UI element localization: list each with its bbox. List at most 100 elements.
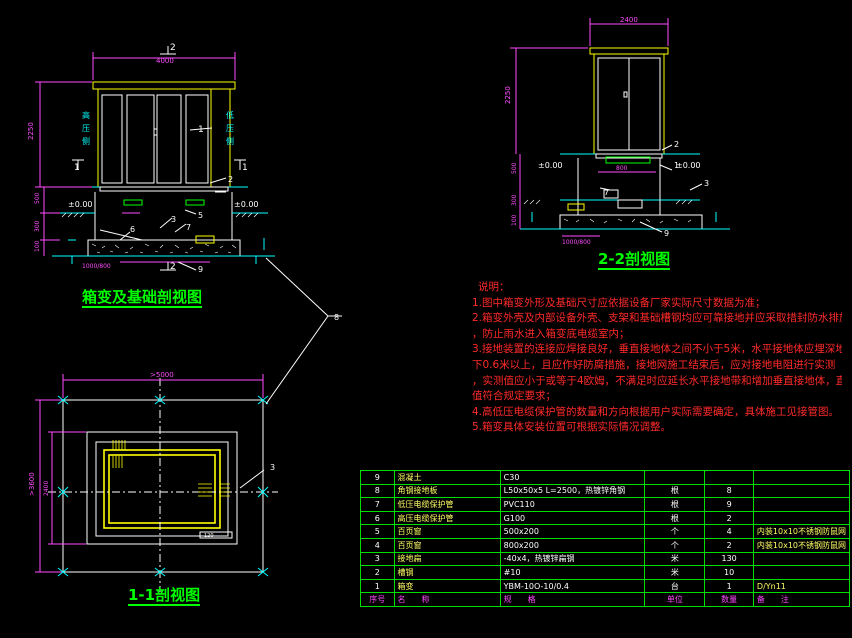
table-cell: 低压电缆保护管 [393,497,501,512]
note-line: ，防止雨水进入箱变底电缆室内； [472,327,630,340]
table-row: 8 角钢接地板 L50x50x5 L=2500，热镀锌角钢 根 8 [360,483,851,499]
title-main-section: 箱变及基础剖视图 [82,288,203,308]
table-cell: 10 [704,565,754,580]
dim-2250: 2250 [27,122,35,140]
low-side-1: 低 [226,110,234,120]
section-1-1-plan [35,374,278,592]
table-cell: -40x4，热镀锌扁钢 [499,551,646,567]
zero-level-22-right: ±0.00 [676,161,701,170]
table-cell: C30 [499,470,646,485]
table-cell [704,470,754,485]
table-cell [752,483,851,499]
callout-22-1: 1 [674,161,679,170]
callout-8: 8 [334,313,339,322]
table-cell: 500x200 [499,524,646,539]
notes-title: 说明： [478,281,510,293]
table-header-cell: 单位 [644,592,706,607]
callout-11-3: 3 [270,463,275,472]
note-line: ，实测值应小于或等于4欧姆，不满足时应延长水平接地带和增加垂直接地体，直至实测 [472,374,842,387]
dim-3600: >3600 [28,472,36,496]
table-row: 7 低压电缆保护管 PVC110 根 9 [360,497,851,512]
dim-4000: 4000 [156,57,174,65]
table-cell: 箱变 [393,578,501,594]
table-cell: 米 [644,551,706,567]
table-cell: YBM-10O-10/0.4 [499,578,646,594]
table-cell [752,470,851,485]
note-line: 4.高低压电缆保护管的数量和方向根据用户实际需要确定，具体施工见接管图。 [472,405,840,418]
table-header-row: 序号 名 称 规 格 单位 数量 备 注 [360,592,851,607]
callout-2: 2 [228,175,233,184]
zero-level-22-left: ±0.00 [538,161,563,170]
note-line: 5.箱变具体安装位置可根据实际情况调整。 [472,421,672,434]
table-cell: 4 [360,537,395,553]
table-row: 6 高压电缆保护管 G100 根 2 [360,510,851,526]
table-row: 9 混凝土 C30 [360,470,851,485]
dim-2400-top: 2400 [620,16,638,24]
table-cell: 8 [360,483,395,499]
high-side-3: 侧 [82,136,90,146]
table-cell: 百页窗 [393,537,501,553]
table-cell: 根 [644,497,706,512]
table-cell: 5 [360,524,395,539]
table-cell: 米 [644,565,706,580]
dim-100-22: 100 [511,214,518,226]
design-notes: 说明： 1.图中箱变外形及基础尺寸应依据设备厂家实际尺寸数据为准； 2.箱变外壳… [472,280,842,436]
table-cell: 9 [360,470,395,485]
note-line: 值符合规定要求； [472,390,556,403]
note-line: 下0.6米以上，且应作好防腐措施，接地网施工结束后，应对接地电阻进行实测 [472,358,836,371]
table-cell: 7 [360,497,395,512]
title-section-1-1: 1-1剖视图 [128,586,201,606]
title-section-2-2: 2-2剖视图 [598,250,671,270]
table-cell: D/Yn11 [752,578,851,594]
section-mark-bottom: 2 [170,262,176,272]
zero-level-right: ±0.00 [234,200,259,209]
table-cell [752,497,851,512]
table-cell [644,470,706,485]
table-row: 3 接地扁 -40x4，热镀锌扁钢 米 130 [360,551,851,567]
dim-2400-v: 2400 [43,481,50,496]
table-cell: 2 [704,510,754,526]
note-line: 2.箱变外壳及内部设备外壳、支架和基础槽钢均应可靠接地并应采取措封防水排施 [472,312,842,325]
table-row: 1 箱变 YBM-10O-10/0.4 台 1 D/Yn11 [360,578,851,594]
table-header-cell: 序号 [360,592,395,607]
note-line: 3.接地装置的连接应焊接良好，垂直接地体之间不小于5米，水平接地体应埋深地 [472,343,842,356]
table-cell: 接地扁 [393,551,501,567]
dim-500: 500 [34,192,41,204]
dim-800-22: 800 [616,165,628,172]
table-cell: 高压电缆保护管 [393,510,501,526]
dim-1000-22: 1000/800 [562,239,591,246]
callout-5: 5 [198,211,203,220]
table-cell: 1 [360,578,395,594]
table-cell: 8 [704,483,754,499]
table-row: 4 百页窗 800x200 个 2 内装10x10不锈钢防鼠网 [360,537,851,553]
table-cell: 800x200 [499,537,646,553]
table-row: 5 百页窗 500x200 个 4 内装10x10不锈钢防鼠网 [360,524,851,539]
table-cell: 角钢接地板 [393,483,501,499]
main-elevation-view [35,46,275,271]
dim-100: 100 [34,240,41,252]
gravel-pattern [91,243,237,254]
table-cell: L50x50x5 L=2500，热镀锌角钢 [499,483,646,499]
table-cell: 6 [360,510,395,526]
low-side-3: 侧 [226,136,234,146]
dim-2250-22: 2250 [504,86,512,104]
table-cell: 台 [644,578,706,594]
callout-6: 6 [130,225,135,234]
drawing-text: 4000 2250 500 300 100 1000/800 2 2 1 1 高… [27,16,709,539]
dim-5000: >5000 [150,371,174,379]
table-header-cell: 备 注 [752,592,851,607]
zero-level-left: ±0.00 [68,200,93,209]
callout-3: 3 [171,215,176,224]
table-cell: PVC110 [499,497,646,512]
high-side-2: 压 [82,124,90,133]
callout-1: 1 [198,125,204,135]
table-cell: 混凝土 [393,470,501,485]
dim-500-22: 500 [511,162,518,174]
callout-7: 7 [186,223,191,232]
dim-300-22: 300 [511,194,518,206]
cut-mark-right: 1 [242,163,248,173]
cut-mark-left: 1 [74,163,80,173]
section-mark-top: 2 [170,43,176,53]
table-row: 2 槽钢 #10 米 10 [360,565,851,580]
table-cell: 槽钢 [393,565,501,580]
